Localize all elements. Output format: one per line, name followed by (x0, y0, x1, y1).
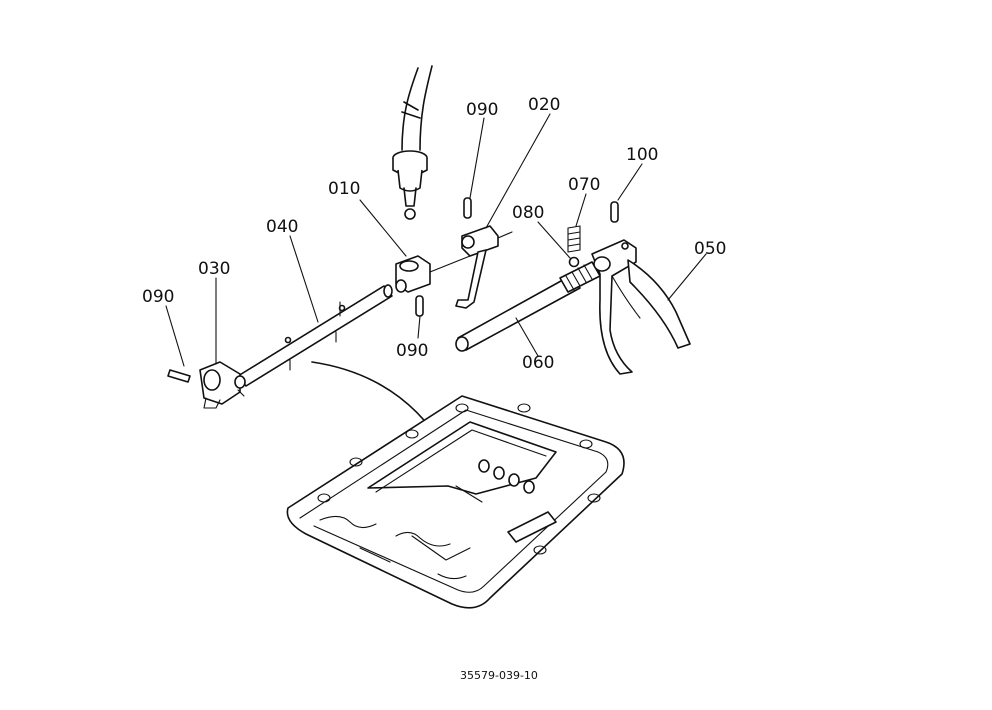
callout-040: 040 (266, 217, 298, 237)
callout-100: 100 (626, 145, 658, 165)
part-100-pin (610, 201, 619, 223)
part-090-pin-left (167, 369, 191, 383)
callout-080: 080 (512, 203, 544, 223)
figure-number: 35579-039-10 (460, 669, 538, 682)
part-050-shift-fork (591, 239, 691, 375)
part-070-spring (567, 225, 581, 253)
transmission-housing (286, 395, 625, 609)
shift-lever (392, 65, 433, 220)
part-030-end-bracket (199, 361, 246, 409)
part-020-shift-arm (455, 225, 513, 309)
callout-020: 020 (528, 95, 560, 115)
part-090-pin-upper (463, 197, 472, 219)
callout-030: 030 (198, 259, 230, 279)
callout-090-lower: 090 (396, 341, 428, 361)
part-090-pin-lower (415, 295, 424, 317)
part-040-shaft (237, 284, 393, 387)
callout-050: 050 (694, 239, 726, 259)
part-080-ball (568, 256, 580, 268)
callout-labels: 010 020 030 040 050 060 070 080 090 090 … (142, 95, 726, 373)
callout-070: 070 (568, 175, 600, 195)
callout-090-left: 090 (142, 287, 174, 307)
leader-lines (165, 113, 707, 367)
callout-010: 010 (328, 179, 360, 199)
callout-060: 060 (522, 353, 554, 373)
callout-090-upper: 090 (466, 100, 498, 120)
part-010-block (395, 255, 471, 293)
